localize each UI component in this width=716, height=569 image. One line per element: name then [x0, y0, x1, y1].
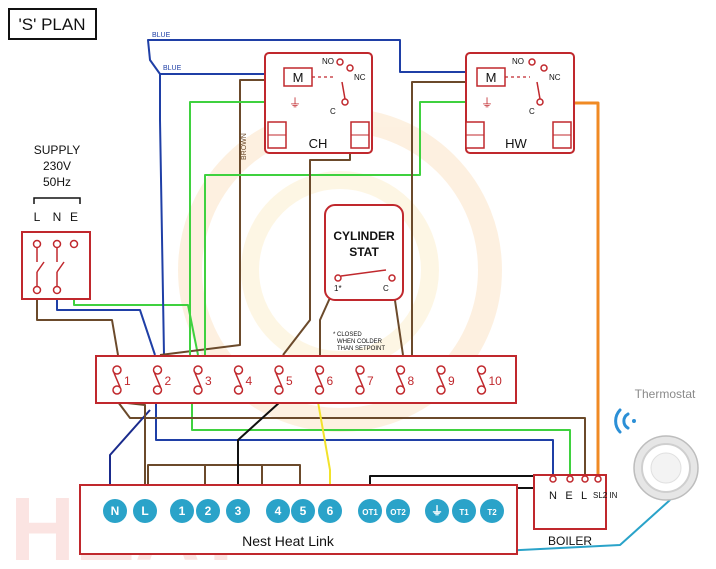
heat-link-terminal: T1	[452, 499, 476, 523]
junction-terminal: 2	[152, 365, 172, 395]
stat-note-3: THAN SETPOINT	[337, 346, 385, 352]
heat-link-terminal: 5	[291, 499, 315, 523]
earth-icon: ⏚	[289, 96, 301, 110]
junction-terminal: 3	[193, 365, 212, 395]
junction-terminal: 5	[274, 365, 293, 395]
nc-label: NC	[354, 73, 366, 82]
wire-label-blue-2: BLUE	[163, 65, 182, 72]
heat-link-terminal-label: 4	[275, 504, 282, 518]
junction-terminal: 8	[395, 365, 415, 395]
valve-label: CH	[309, 136, 328, 151]
boiler: N E L SL2 IN BOILER	[533, 474, 618, 548]
wifi-icon	[614, 408, 636, 434]
heat-link-terminal-label: L	[141, 504, 148, 518]
heat-link-terminal-label: 2	[205, 504, 212, 518]
heat-link-terminal: 2	[196, 499, 220, 523]
no-label: NO	[322, 57, 334, 66]
junction-terminal-number: 5	[286, 374, 293, 388]
junction-terminal-number: 7	[367, 374, 374, 388]
heat-link-terminal: L	[133, 499, 157, 523]
valve-label: HW	[505, 136, 527, 151]
title-box: 'S' PLAN	[8, 8, 97, 40]
stat-title: CYLINDER	[333, 229, 395, 243]
heat-link-terminal-label: 6	[327, 504, 334, 518]
boiler-terminal-e: E	[565, 490, 572, 502]
stat-note-2: WHEN COLDER	[337, 339, 383, 345]
wire-label-blue-1: BLUE	[152, 32, 171, 39]
boiler-terminal-sl2: SL2 IN	[593, 491, 618, 500]
heat-link-terminal: ⏚	[425, 499, 449, 523]
heat-link-terminal-label: 1	[179, 504, 186, 518]
c-label: C	[529, 107, 535, 116]
supply-terminal-l: L	[34, 210, 41, 224]
heat-link-terminal: OT2	[386, 499, 410, 523]
boiler-label: BOILER	[548, 534, 592, 548]
no-label: NO	[512, 57, 524, 66]
zone-valve-hw: M NO NC C ⏚ HW	[465, 52, 575, 154]
heat-link-terminal-label: 5	[300, 504, 307, 518]
boiler-terminal-n: N	[549, 490, 557, 502]
heat-link-label: Nest Heat Link	[242, 533, 335, 549]
nest-heat-link: N L 1 2 3 4 5 6 OT1 OT2 ⏚ T1 T2 Nest Heat Link	[79, 484, 518, 555]
motor-label: M	[486, 70, 497, 85]
stat-terminal-c: C	[383, 284, 389, 293]
heat-link-terminal: T2	[480, 499, 504, 523]
page-title: 'S' PLAN	[19, 15, 86, 34]
zone-valve-ch: M NO NC C ⏚ CH	[264, 52, 373, 154]
junction-terminal-number: 8	[408, 374, 415, 388]
junction-terminal-number: 9	[448, 374, 455, 388]
supply-terminal-e: E	[70, 210, 78, 224]
junction-terminal: 1	[112, 365, 131, 395]
heat-link-terminal-label: T1	[459, 508, 469, 517]
heat-link-terminal-label: T2	[487, 508, 497, 517]
heat-link-terminal: OT1	[358, 499, 382, 523]
supply-frequency: 50Hz	[43, 175, 71, 189]
earth-icon: ⏚	[481, 96, 493, 110]
heat-link-terminal-label: OT1	[362, 508, 378, 517]
junction-terminal-number: 1	[124, 374, 131, 388]
thermostat: Thermostat	[614, 387, 699, 501]
cylinder-stat: CYLINDER STAT 1* C * CLOSED WHEN COLDER …	[324, 204, 404, 352]
heat-link-terminal: 4	[266, 499, 290, 523]
heat-link-terminal-label: N	[111, 504, 120, 518]
thermostat-label: Thermostat	[635, 387, 696, 401]
junction-box: 1 2 3 4 5 6 7 8 9 10	[95, 355, 517, 404]
junction-terminal-number: 10	[489, 374, 503, 388]
junction-terminal-number: 2	[165, 374, 172, 388]
junction-terminal: 4	[233, 365, 253, 395]
motor-label: M	[293, 70, 304, 85]
junction-terminal-number: 6	[327, 374, 334, 388]
junction-terminal-number: 4	[246, 374, 253, 388]
supply-voltage: 230V	[43, 159, 71, 173]
stat-note-1: * CLOSED	[333, 332, 362, 338]
junction-terminal-number: 3	[205, 374, 212, 388]
heat-link-terminal: 1	[170, 499, 194, 523]
heat-link-terminal: 6	[318, 499, 342, 523]
junction-terminal: 7	[355, 365, 374, 395]
junction-terminal: 10	[476, 365, 503, 395]
heat-link-terminal: N	[103, 499, 127, 523]
wire-label-brown: BROWN	[241, 133, 248, 160]
supply-terminal-n: N	[53, 210, 62, 224]
junction-terminal: 9	[436, 365, 455, 395]
junction-terminal: 6	[314, 365, 334, 395]
boiler-terminal-l: L	[581, 490, 587, 502]
heat-link-terminal-label: 3	[235, 504, 242, 518]
supply-label: SUPPLY	[34, 143, 80, 157]
stat-subtitle: STAT	[349, 245, 379, 259]
c-label: C	[330, 107, 336, 116]
heat-link-terminal: 3	[226, 499, 250, 523]
heat-link-terminal-label: ⏚	[431, 504, 443, 518]
stat-terminal-1: 1*	[334, 284, 342, 293]
heat-link-terminal-label: OT2	[390, 508, 406, 517]
nc-label: NC	[549, 73, 561, 82]
supply: SUPPLY 230V 50Hz L N E	[21, 143, 91, 300]
